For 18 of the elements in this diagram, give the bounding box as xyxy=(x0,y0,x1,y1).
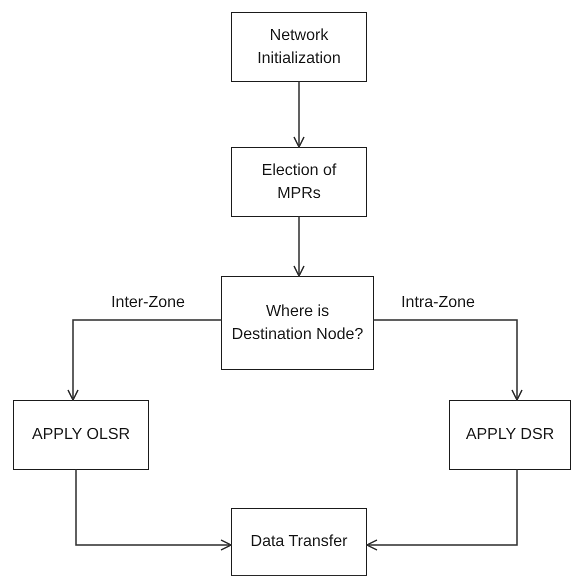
arrow xyxy=(293,82,305,148)
process-box xyxy=(231,508,367,576)
node-label: APPLY DSR xyxy=(466,425,554,446)
decision-box xyxy=(221,276,374,370)
arrow xyxy=(293,217,305,277)
process-box xyxy=(231,147,367,217)
arrow xyxy=(366,470,518,551)
node-label: APPLY OLSR xyxy=(32,425,130,446)
process-box xyxy=(13,400,149,470)
node-label: Data Transfer xyxy=(250,532,348,552)
arrow xyxy=(374,319,523,401)
node-label: Where is Destination Node? xyxy=(230,302,364,345)
arrow xyxy=(75,470,232,551)
process-box xyxy=(231,12,367,82)
node-label: Election of MPRs xyxy=(260,160,338,204)
process-box xyxy=(449,400,571,470)
node-label: Network Initialization xyxy=(256,26,342,69)
arrow xyxy=(67,319,221,401)
